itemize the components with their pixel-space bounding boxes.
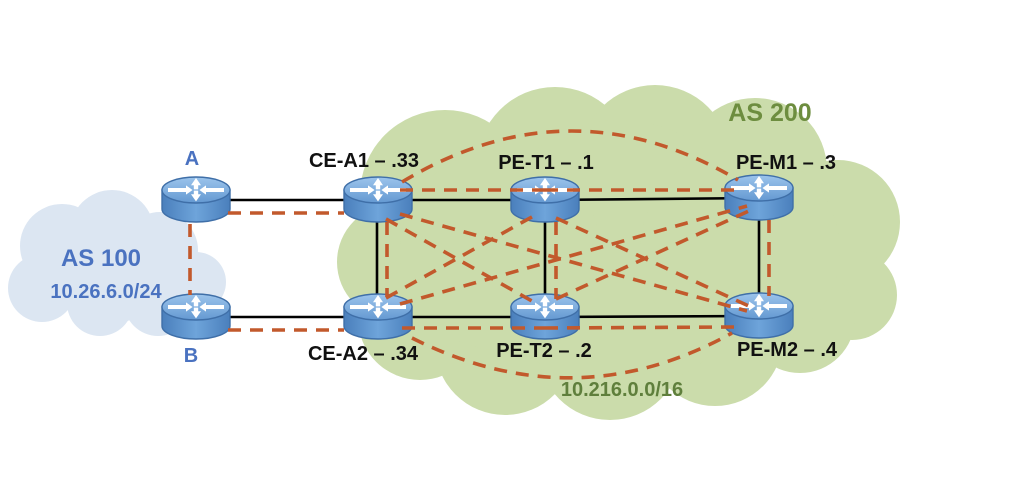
router-PE-T1 (510, 176, 580, 223)
link-CE-A1-PE-T2-bgp_session (385, 217, 540, 307)
bgp-session-links-layer (188, 129, 771, 380)
link-PE-T1-PE-M1-physical (544, 196, 760, 202)
link-CE-A1-PE-M1-bgp_session (401, 129, 739, 184)
as200-subnet: 10.216.0.0/16 (561, 379, 683, 401)
link-CE-A2-PE-M1-bgp_session (399, 204, 748, 306)
link-PE-T2-PE-M2-physical (544, 314, 760, 319)
link-CE-A2-PE-T1-bgp_session (385, 211, 540, 300)
router-PE-T2 (510, 293, 580, 340)
label-ce-a1: CE-A1 – .33 (309, 150, 419, 172)
as200-title: AS 200 (728, 99, 811, 127)
router-PE-M2 (724, 292, 794, 339)
router-PE-M1 (724, 174, 794, 221)
label-host-a: A (185, 148, 199, 170)
link-CE-A2-PE-M2-bgp_session (411, 331, 733, 380)
router-CE-A2 (343, 293, 413, 340)
link-PE-T2-PE-M2-bgp_session (544, 325, 737, 330)
label-ce-a2: CE-A2 – .34 (308, 343, 419, 365)
link-PE-T1-PE-M2-bgp_session (555, 216, 752, 309)
as100-subnet: 10.26.6.0/24 (50, 281, 162, 303)
label-pe-m1: PE-M1 – .3 (736, 152, 836, 174)
router-A (161, 176, 231, 223)
link-CE-A1-PE-M2-bgp_session (399, 212, 748, 313)
label-host-b: B (184, 345, 198, 367)
link-PE-T2-PE-M1-bgp_session (555, 208, 752, 301)
label-pe-m2: PE-M2 – .4 (737, 339, 838, 361)
label-pe-t2: PE-T2 – .2 (496, 340, 592, 362)
label-pe-t1: PE-T1 – .1 (498, 152, 594, 174)
router-B (161, 293, 231, 340)
as100-cloud (8, 190, 226, 336)
as100-title: AS 100 (61, 245, 141, 272)
